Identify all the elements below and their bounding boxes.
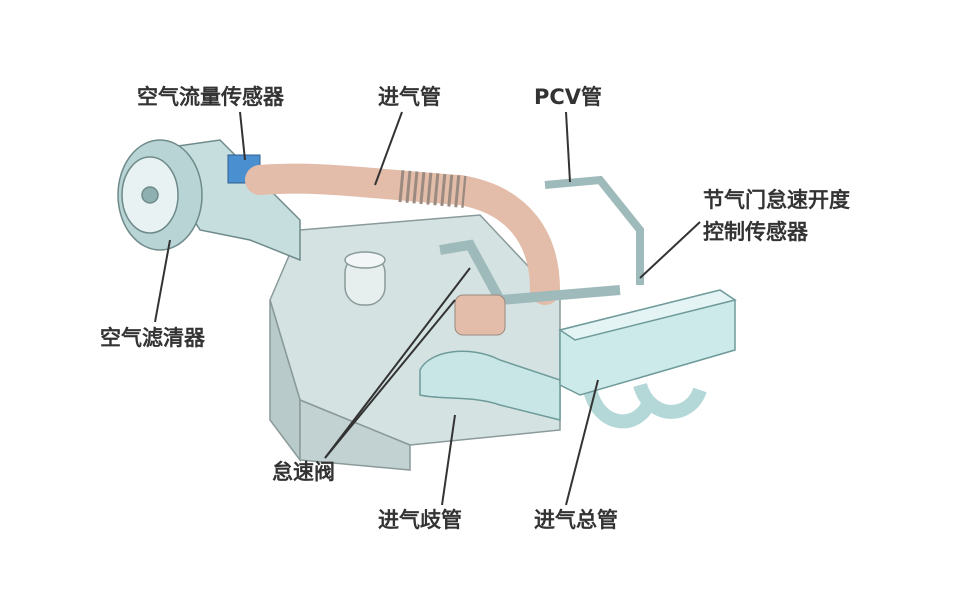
intake-manifold-shape bbox=[419, 350, 707, 429]
air-filter-shape bbox=[117, 139, 301, 262]
engine-block bbox=[269, 214, 561, 471]
intake-plenum-shape bbox=[558, 289, 737, 396]
label-pcv-pipe: PCV管 bbox=[534, 85, 603, 109]
pcv-pipe-shape bbox=[544, 175, 644, 285]
label-idle-valve: 怠速阀 bbox=[272, 460, 335, 484]
label-intake-plenum: 进气总管 bbox=[534, 508, 618, 532]
label-intake-pipe: 进气管 bbox=[378, 85, 441, 109]
label-air-flow-sensor: 空气流量传感器 bbox=[137, 85, 284, 109]
intake-pipe-shape bbox=[245, 163, 560, 305]
label-air-filter: 空气滤清器 bbox=[100, 326, 205, 350]
label-throttle-sensor-line1: 节气门怠速开度 bbox=[703, 188, 850, 212]
label-throttle-sensor-line2: 控制传感器 bbox=[703, 220, 808, 244]
label-intake-manifold: 进气歧管 bbox=[378, 508, 462, 532]
leader-lines bbox=[154, 111, 701, 506]
idle-valve-shape bbox=[454, 294, 506, 336]
